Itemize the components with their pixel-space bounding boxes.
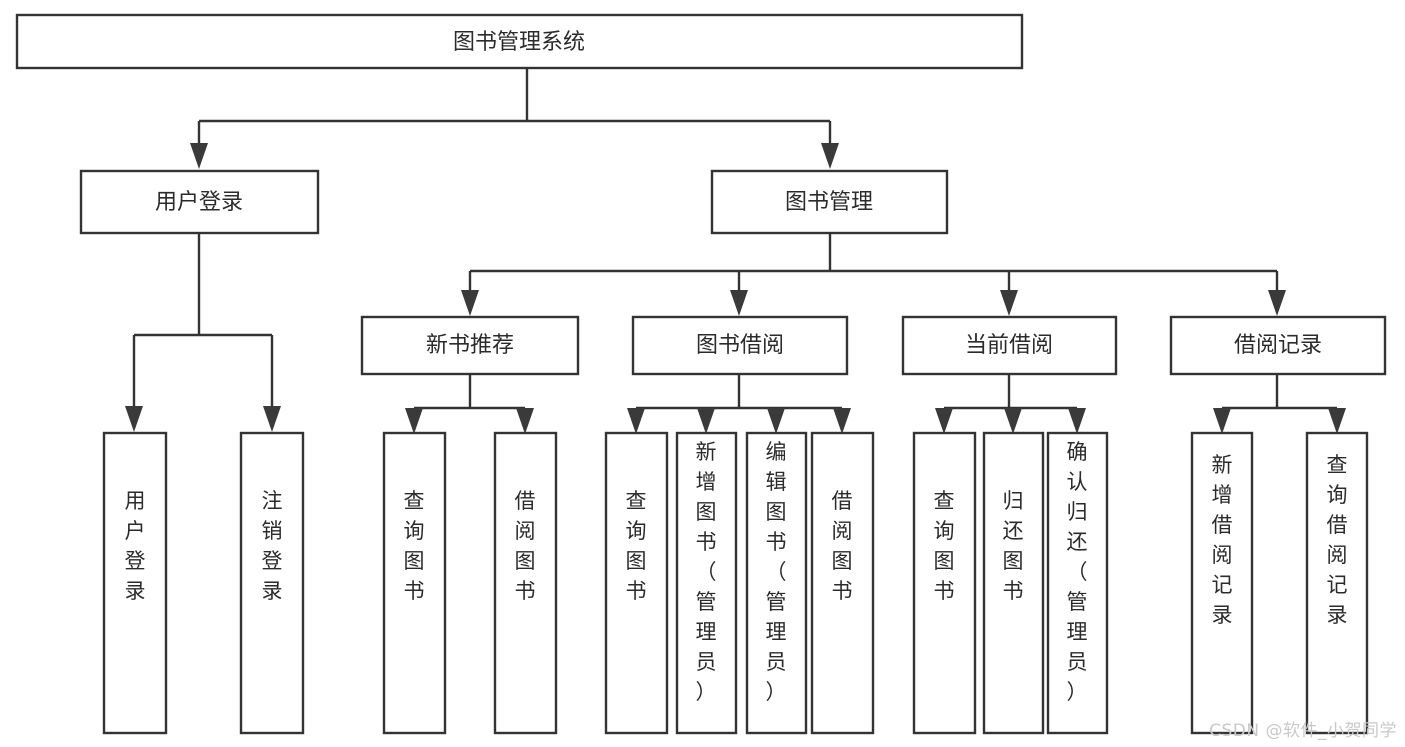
arrow-to-leaf-query-book-1 <box>405 408 423 434</box>
node-leaf-confirm-return[interactable]: 确认归还（管理员） <box>1046 431 1109 735</box>
node-leaf-borrow-book-1-box[interactable] <box>493 431 558 735</box>
node-leaf-user-login-label: 用户登录 <box>125 489 146 603</box>
node-user-login-box[interactable] <box>79 169 320 235</box>
arrow-to-user-login <box>190 143 208 169</box>
node-book-manage-box[interactable] <box>710 169 949 235</box>
arrow-to-book-manage <box>821 143 839 169</box>
node-leaf-query-record-box[interactable] <box>1305 431 1369 735</box>
arrow-to-leaf-user-login <box>125 406 143 432</box>
arrow-to-leaf-edit-book <box>767 408 785 434</box>
node-leaf-user-login[interactable]: 用户登录 <box>102 431 168 735</box>
node-leaf-borrow-book-2-box[interactable] <box>810 431 875 735</box>
node-book-manage[interactable]: 图书管理 <box>710 169 949 235</box>
node-current-borrow[interactable]: 当前借阅 <box>901 315 1118 376</box>
node-leaf-confirm-return-label: 确认归还（管理员） <box>1067 440 1088 704</box>
node-root[interactable]: 图书管理系统 <box>15 13 1024 70</box>
node-book-borrow[interactable]: 图书借阅 <box>631 315 849 376</box>
node-leaf-borrow-book-2-label: 借阅图书 <box>832 489 853 603</box>
node-user-login-label: 用户登录 <box>155 190 243 215</box>
arrow-to-leaf-query-book-3 <box>935 408 953 434</box>
node-current-borrow-label: 当前借阅 <box>965 333 1053 358</box>
node-leaf-query-book-1-label: 查询图书 <box>404 489 425 603</box>
node-leaf-add-book-label: 新增图书（管理员） <box>696 440 717 704</box>
node-leaf-query-record-label: 查询借阅记录 <box>1327 453 1348 627</box>
arrow-to-leaf-add-record <box>1213 408 1231 434</box>
node-book-manage-label: 图书管理 <box>785 190 873 215</box>
arrow-to-new-book-recommend <box>461 290 479 316</box>
arrow-to-leaf-query-book-2 <box>627 408 645 434</box>
connector-group-new-book-recommend <box>405 374 534 434</box>
node-leaf-add-record-box[interactable] <box>1190 431 1254 735</box>
node-leaf-query-book-1-box[interactable] <box>382 431 447 735</box>
arrow-to-leaf-borrow-book-1 <box>516 408 534 434</box>
node-leaf-query-book-3-label: 查询图书 <box>934 489 955 603</box>
node-leaf-query-record[interactable]: 查询借阅记录 <box>1305 431 1369 735</box>
node-leaf-query-book-3-box[interactable] <box>912 431 977 735</box>
node-borrow-record-label: 借阅记录 <box>1234 333 1322 358</box>
arrow-to-leaf-query-record <box>1328 408 1346 434</box>
node-root-box[interactable] <box>15 13 1024 70</box>
node-leaf-query-book-3[interactable]: 查询图书 <box>912 431 977 735</box>
node-leaf-add-record[interactable]: 新增借阅记录 <box>1190 431 1254 735</box>
node-current-borrow-box[interactable] <box>901 315 1118 376</box>
node-borrow-record-box[interactable] <box>1169 315 1387 376</box>
node-leaf-confirm-return-box[interactable] <box>1046 431 1109 735</box>
arrow-to-leaf-add-book <box>697 408 715 434</box>
arrow-to-leaf-confirm-return <box>1068 408 1086 434</box>
arrow-to-leaf-user-logout <box>263 406 281 432</box>
csdn-watermark: CSDN @软件_小贺同学 <box>1209 721 1397 741</box>
arrow-to-leaf-borrow-book-2 <box>833 408 851 434</box>
node-leaf-return-book[interactable]: 归还图书 <box>982 431 1045 735</box>
connector-group-book-borrow <box>627 374 851 434</box>
node-root-label: 图书管理系统 <box>453 30 585 55</box>
node-leaf-edit-book[interactable]: 编辑图书（管理员） <box>745 431 808 735</box>
node-leaf-borrow-book-1[interactable]: 借阅图书 <box>493 431 558 735</box>
node-leaf-add-book-box[interactable] <box>675 431 738 735</box>
node-new-book-recommend[interactable]: 新书推荐 <box>360 315 580 376</box>
arrow-to-borrow-record <box>1268 290 1286 316</box>
node-leaf-edit-book-box[interactable] <box>745 431 808 735</box>
node-user-login[interactable]: 用户登录 <box>79 169 320 235</box>
node-leaf-add-record-label: 新增借阅记录 <box>1212 453 1233 627</box>
node-leaf-add-book[interactable]: 新增图书（管理员） <box>675 431 738 735</box>
node-leaf-query-book-2-label: 查询图书 <box>626 489 647 603</box>
arrow-to-current-borrow <box>1000 290 1018 316</box>
connector-group-current-borrow <box>935 374 1086 434</box>
node-leaf-user-login-box[interactable] <box>102 431 168 735</box>
connector-group-book-manage <box>461 233 1286 316</box>
node-leaf-query-book-1[interactable]: 查询图书 <box>382 431 447 735</box>
node-leaf-query-book-2[interactable]: 查询图书 <box>604 431 669 735</box>
arrow-to-book-borrow <box>730 290 748 316</box>
connector-group-root <box>190 68 839 169</box>
node-leaf-query-book-2-box[interactable] <box>604 431 669 735</box>
node-new-book-recommend-label: 新书推荐 <box>426 333 514 358</box>
node-leaf-user-logout-box[interactable] <box>239 431 305 735</box>
node-leaf-return-book-box[interactable] <box>982 431 1045 735</box>
node-leaf-edit-book-label: 编辑图书（管理员） <box>766 440 787 704</box>
connector-group-user-login <box>125 233 281 432</box>
node-leaf-user-logout-label: 注销登录 <box>262 489 283 603</box>
node-leaf-user-logout[interactable]: 注销登录 <box>239 431 305 735</box>
node-leaf-borrow-book-2[interactable]: 借阅图书 <box>810 431 875 735</box>
node-new-book-recommend-box[interactable] <box>360 315 580 376</box>
node-leaf-return-book-label: 归还图书 <box>1003 489 1024 603</box>
node-book-borrow-label: 图书借阅 <box>696 333 784 358</box>
connector-group-borrow-record <box>1213 374 1346 434</box>
node-book-borrow-box[interactable] <box>631 315 849 376</box>
node-borrow-record[interactable]: 借阅记录 <box>1169 315 1387 376</box>
arrow-to-leaf-return-book <box>1004 408 1022 434</box>
node-leaf-borrow-book-1-label: 借阅图书 <box>515 489 536 603</box>
